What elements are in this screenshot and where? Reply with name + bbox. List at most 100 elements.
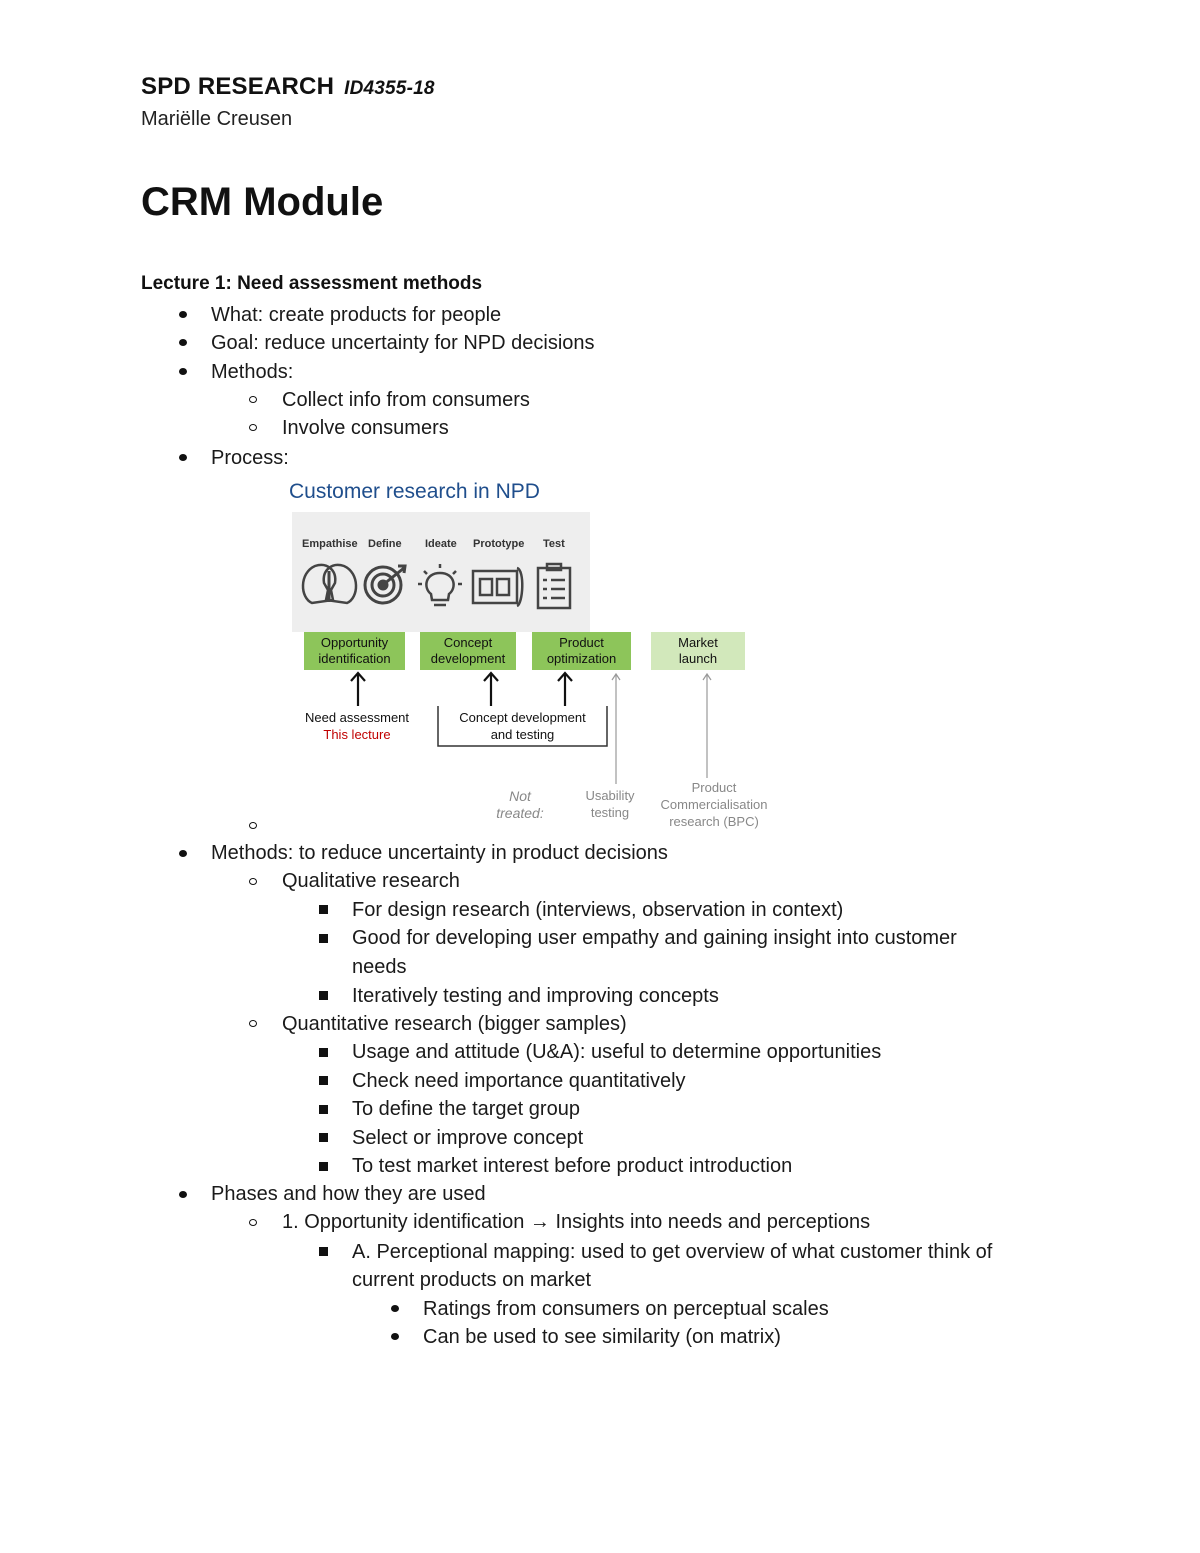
bullet-icon: [179, 311, 187, 318]
list-item: What: create products for people: [211, 304, 502, 326]
bullet-icon: [391, 1333, 399, 1340]
step-label: Empathise: [302, 538, 358, 550]
header-title: SPD RESEARCH ID4355-18: [141, 73, 435, 101]
caption-line: research (BPC): [669, 814, 759, 829]
list-item: Methods: to reduce uncertainty in produc…: [211, 842, 668, 864]
hollow-bullet-icon: [249, 1020, 257, 1027]
list-item: Check need importance quantitatively: [352, 1070, 686, 1092]
list-item: Involve consumers: [282, 417, 449, 439]
hollow-bullet-icon: [249, 822, 257, 829]
grey-connectors: [611, 672, 712, 784]
list-item-continuation: current products on market: [352, 1269, 591, 1291]
prototype-icon: [471, 566, 524, 608]
bullet-icon: [179, 454, 187, 461]
list-item: Ratings from consumers on perceptual sca…: [423, 1298, 829, 1320]
list-item: Select or improve concept: [352, 1127, 584, 1149]
caption-line: testing: [590, 805, 630, 820]
customer-research-figure: Customer research in NPD Empathise Defin…: [285, 478, 785, 838]
caption-line: Need assessment: [304, 710, 410, 725]
need-assessment-caption: Need assessment This lecture: [299, 709, 415, 743]
hollow-bullet-icon: [249, 396, 257, 403]
box-label: development: [430, 651, 506, 666]
list-item: Phases and how they are used: [211, 1183, 486, 1205]
square-bullet-icon: [319, 905, 328, 914]
list-item: Methods:: [211, 361, 294, 383]
square-bullet-icon: [319, 934, 328, 943]
list-item: Quantitative research (bigger samples): [282, 1013, 627, 1035]
square-bullet-icon: [319, 1133, 328, 1142]
market-launch-box: Market launch: [651, 632, 745, 670]
figure-graphics: [292, 512, 745, 784]
empathise-icon: [301, 563, 358, 605]
opportunity-identification-box: Opportunity identification: [304, 632, 405, 670]
box-label: identification: [318, 651, 391, 666]
lightbulb-icon: [418, 564, 462, 607]
box-label: Market: [678, 635, 718, 650]
list-item: For design research (interviews, observa…: [352, 899, 844, 921]
list-item: Iteratively testing and improving concep…: [352, 985, 719, 1007]
market-box: [651, 632, 745, 670]
caption-line: Product: [691, 780, 737, 795]
box-label: optimization: [546, 651, 617, 666]
step-label: Test: [543, 538, 565, 550]
opportunity-box: [304, 632, 405, 670]
bullet-icon: [391, 1305, 399, 1312]
list-item: To test market interest before product i…: [352, 1155, 793, 1177]
list-item: Good for developing user empathy and gai…: [352, 927, 957, 949]
square-bullet-icon: [319, 1162, 328, 1171]
concept-box: [420, 632, 516, 670]
this-lecture-label: This lecture: [323, 727, 391, 742]
step-label: Ideate: [425, 538, 457, 550]
clipboard-icon: [536, 562, 572, 610]
square-bullet-icon: [319, 1105, 328, 1114]
bpc-caption: Product Commercialisation research (BPC): [653, 779, 775, 830]
bullet-icon: [179, 339, 187, 346]
caption-line: and testing: [490, 727, 555, 742]
list-item: A. Perceptional mapping: used to get ove…: [352, 1241, 993, 1263]
square-bullet-icon: [319, 1076, 328, 1085]
lecture-heading: Lecture 1: Need assessment methods: [141, 273, 483, 294]
list-item: 1. Opportunity identification → Insights…: [282, 1211, 871, 1233]
bullet-icon: [179, 850, 187, 857]
list-item: Goal: reduce uncertainty for NPD decisio…: [211, 332, 595, 354]
bracket: [437, 706, 608, 747]
caption-line: Usability: [585, 788, 635, 803]
bullet-icon: [179, 1191, 187, 1198]
target-icon: [363, 564, 407, 605]
usability-testing-caption: Usability testing: [577, 787, 643, 821]
box-label: Opportunity: [320, 635, 389, 650]
box-label: Product: [559, 635, 604, 650]
course-code: ID4355-18: [344, 78, 435, 99]
step-label: Prototype: [473, 538, 525, 550]
caption-line: Not: [509, 788, 531, 804]
caption-line: Commercialisation: [660, 797, 768, 812]
square-bullet-icon: [319, 991, 328, 1000]
document-title: CRM Module: [141, 180, 384, 224]
caption-line: treated:: [496, 805, 544, 821]
list-item: Qualitative research: [282, 870, 460, 892]
concept-development-box: Concept development: [420, 632, 516, 670]
bullet-icon: [179, 368, 187, 375]
arrows: [350, 671, 573, 706]
product-box: [532, 632, 631, 670]
figure-title: Customer research in NPD: [289, 480, 540, 503]
list-item: Usage and attitude (U&A): useful to dete…: [352, 1041, 882, 1063]
concept-testing-caption: Concept development and testing: [440, 709, 605, 743]
list-item-continuation: needs: [352, 956, 407, 978]
caption-line: Concept development: [459, 710, 586, 725]
list-item: Can be used to see similarity (on matrix…: [423, 1326, 781, 1348]
step-label: Define: [368, 538, 402, 550]
list-item: To define the target group: [352, 1098, 580, 1120]
hollow-bullet-icon: [249, 1219, 257, 1226]
list-item: Collect info from consumers: [282, 389, 530, 411]
hollow-bullet-icon: [249, 878, 257, 885]
not-treated-caption: Not treated:: [485, 788, 555, 822]
author-name: Mariëlle Creusen: [141, 108, 293, 130]
box-label: Concept: [443, 635, 493, 650]
square-bullet-icon: [319, 1247, 328, 1256]
list-item: Process:: [211, 447, 289, 469]
hollow-bullet-icon: [249, 424, 257, 431]
course-title: SPD RESEARCH: [141, 73, 335, 100]
product-optimization-box: Product optimization: [532, 632, 631, 670]
